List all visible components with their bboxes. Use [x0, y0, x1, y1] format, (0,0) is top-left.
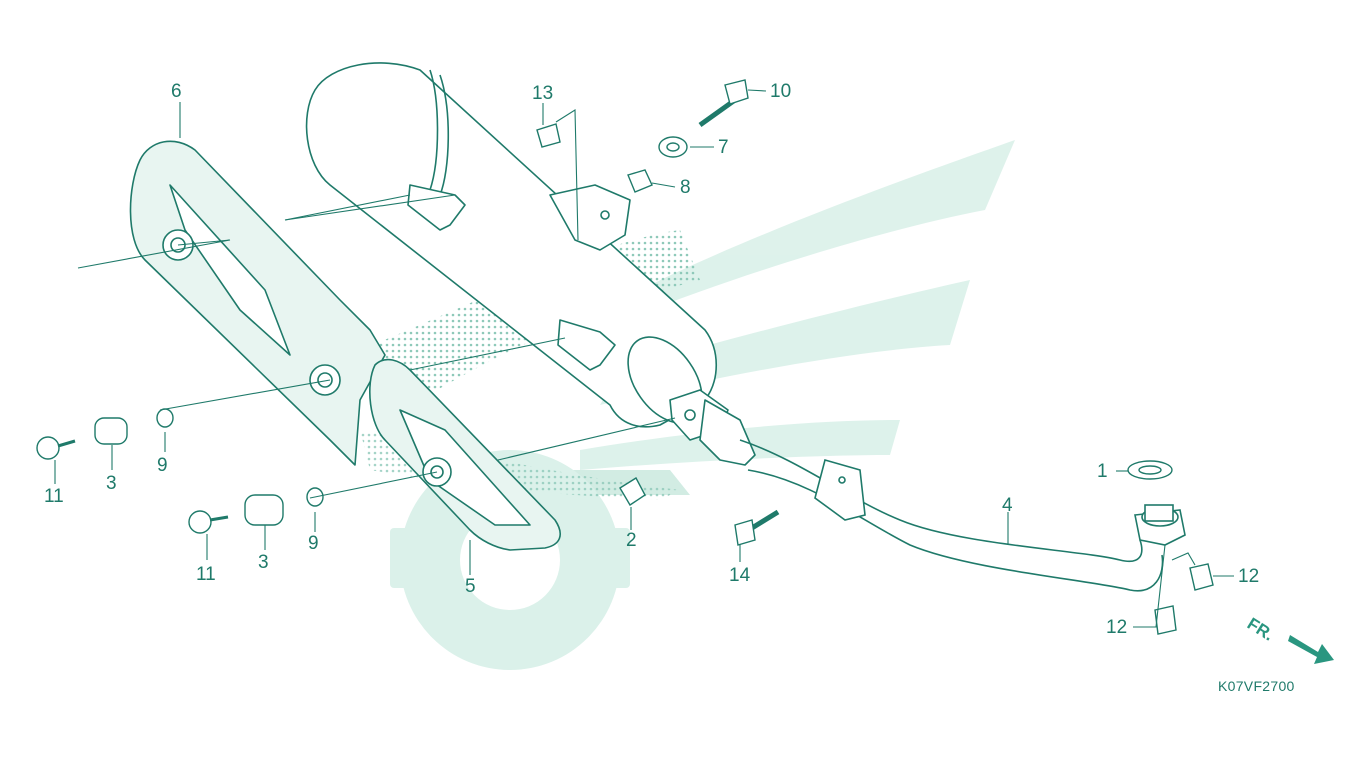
- callout-11-lower[interactable]: 11: [196, 564, 216, 585]
- leader-lines: [54, 89, 1234, 628]
- callout-3-upper[interactable]: 3: [106, 473, 117, 494]
- pipe-flange: [1134, 504, 1186, 546]
- callout-2[interactable]: 2: [626, 530, 637, 551]
- heat-guard-6: [129, 140, 386, 466]
- front-direction-arrow: [1288, 635, 1334, 664]
- callout-1[interactable]: 1: [1097, 461, 1108, 482]
- callout-10[interactable]: 10: [770, 81, 792, 102]
- muffler-body: [305, 62, 756, 466]
- callout-5[interactable]: 5: [465, 576, 476, 597]
- callout-6[interactable]: 6: [171, 81, 182, 102]
- callout-12-right[interactable]: 12: [1238, 566, 1260, 587]
- callout-4[interactable]: 4: [1002, 495, 1013, 516]
- heat-guard-5: [369, 358, 561, 551]
- callout-9-upper[interactable]: 9: [157, 455, 168, 476]
- callout-14[interactable]: 14: [729, 565, 751, 586]
- callout-13[interactable]: 13: [532, 83, 554, 104]
- callout-11-upper[interactable]: 11: [44, 486, 64, 507]
- drawing-code: K07VF2700: [1218, 678, 1295, 694]
- callout-7[interactable]: 7: [718, 137, 729, 158]
- callout-3-lower[interactable]: 3: [258, 552, 269, 573]
- callout-9-lower[interactable]: 9: [308, 533, 319, 554]
- callout-8[interactable]: 8: [680, 177, 691, 198]
- exhaust-pipe-4: [739, 439, 1164, 592]
- callout-12-bottom[interactable]: 12: [1106, 617, 1128, 638]
